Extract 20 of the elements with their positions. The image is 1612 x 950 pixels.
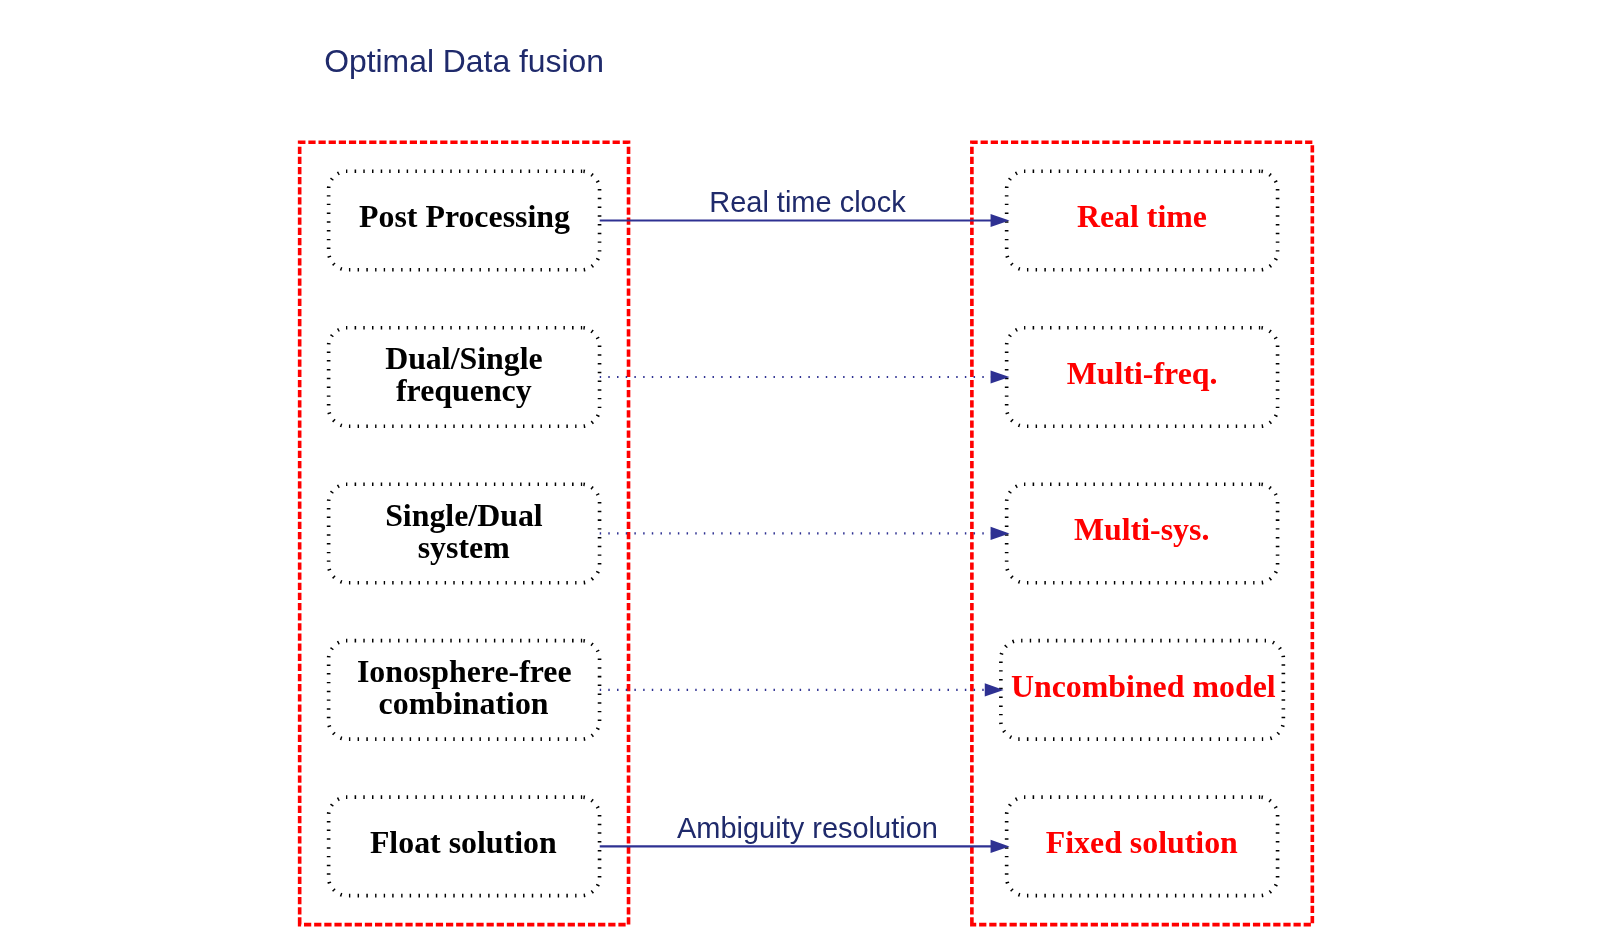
cluster (297, 140, 631, 926)
arrow (599, 369, 1010, 384)
node-box: Fixed solution (1004, 794, 1280, 897)
arrow (599, 526, 1010, 540)
node-box: Multi-freq. (1004, 325, 1280, 428)
node-box: Uncombined model (999, 638, 1286, 741)
cluster (970, 140, 1315, 926)
arrow (599, 682, 1004, 696)
node-box: Ionosphere-free combination (326, 638, 602, 741)
node-box: Float solution (326, 794, 602, 897)
arrow (599, 213, 1010, 227)
arrow (599, 839, 1010, 853)
edge-label: Ambiguity resolution (677, 811, 938, 844)
node-box: Real time (1004, 168, 1280, 272)
node-box: Dual/Single frequency (326, 325, 602, 428)
node-box: Single/Dual system (326, 481, 602, 584)
label: Optimal Data fusion (324, 42, 604, 79)
node-box: Multi-sys. (1004, 481, 1280, 584)
node-box: Post Processing (326, 168, 602, 272)
edge-label: Real time clock (709, 185, 906, 218)
